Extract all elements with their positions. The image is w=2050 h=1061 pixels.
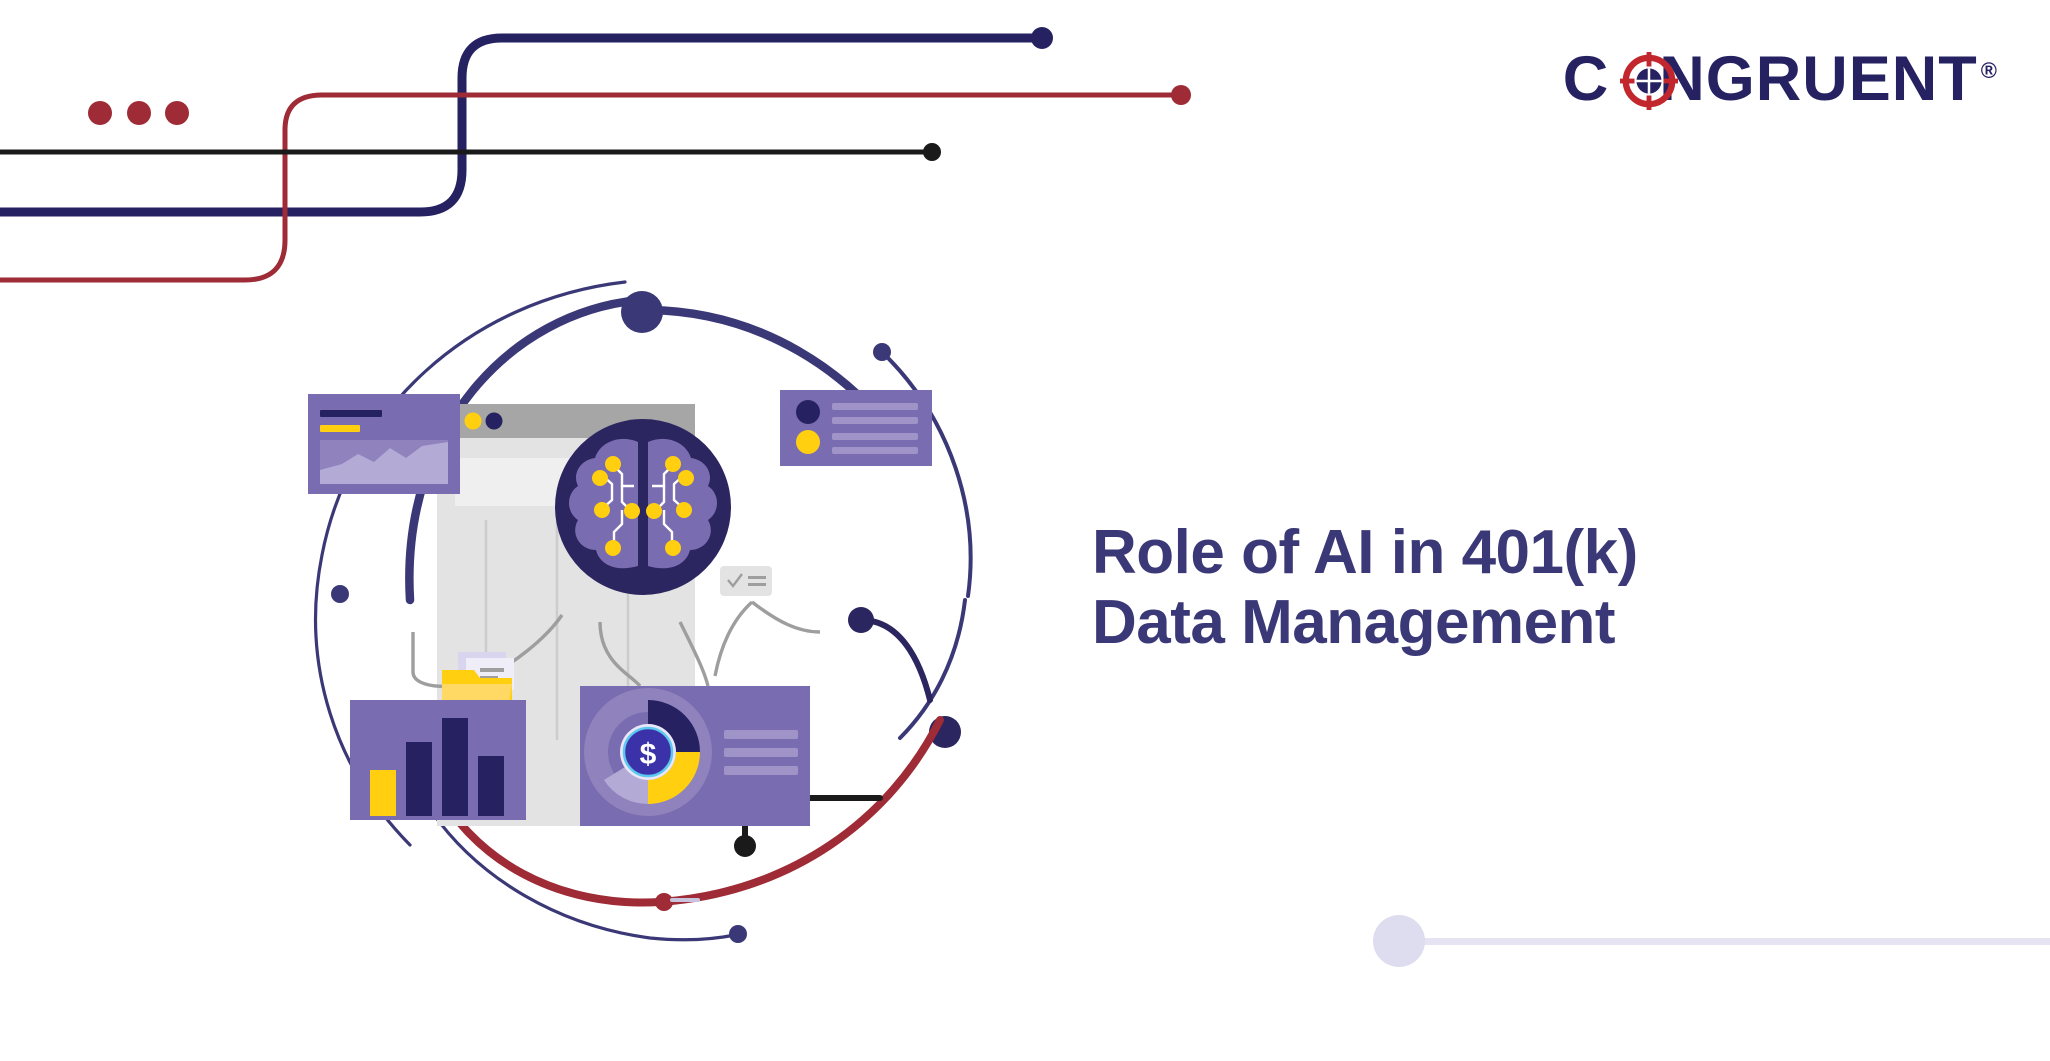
area-chart-card[interactable] bbox=[308, 394, 460, 494]
list-bullet-yellow bbox=[796, 430, 820, 454]
ai-data-dashboard-illustration: $ bbox=[300, 270, 940, 920]
donut-segment-yellow bbox=[648, 752, 700, 804]
trace-red bbox=[0, 85, 1191, 283]
slider-track[interactable] bbox=[1401, 938, 2050, 945]
trace-endpoint-dot bbox=[923, 143, 941, 161]
brain-nodes bbox=[592, 456, 694, 556]
page-title-line-2: Data Management bbox=[1092, 588, 1616, 658]
crosshair-target-icon bbox=[1619, 52, 1678, 110]
window-dot-navy[interactable] bbox=[485, 412, 503, 430]
checklist-tag bbox=[720, 566, 772, 596]
bar-chart-card[interactable] bbox=[350, 700, 526, 820]
list-bullet-navy bbox=[796, 400, 820, 424]
donut-chart-card[interactable]: $ bbox=[580, 686, 810, 826]
dollar-coin-icon: $ bbox=[620, 724, 676, 780]
trace-black bbox=[0, 143, 941, 161]
trace-endpoint-dot bbox=[1171, 85, 1191, 105]
page-title: Role of AI in 401(k) Data Management bbox=[1092, 518, 1912, 658]
trace-endpoint-dot bbox=[1031, 27, 1053, 49]
bar-4 bbox=[478, 756, 504, 816]
donut-segment-navy bbox=[648, 700, 700, 752]
donut-segment-lavender bbox=[604, 767, 648, 805]
bar-2 bbox=[406, 742, 432, 816]
three-dots-decoration bbox=[88, 101, 189, 125]
trace-navy-top bbox=[0, 27, 1053, 217]
list-card[interactable] bbox=[780, 390, 932, 466]
card-title-bar bbox=[320, 410, 382, 417]
window-dot-yellow[interactable] bbox=[464, 412, 482, 430]
page-title-line-1: Role of AI in 401(k) bbox=[1092, 518, 1638, 587]
bar-1 bbox=[370, 770, 396, 816]
brand-logo-text: CONGRUENT® bbox=[1563, 48, 1998, 111]
ai-brain-icon[interactable] bbox=[555, 419, 731, 595]
svg-text:$: $ bbox=[640, 738, 657, 771]
brain-center-gap bbox=[640, 440, 646, 568]
area-series bbox=[320, 442, 448, 484]
brand-logo[interactable]: CONGRUENT® bbox=[1563, 48, 1998, 111]
slider-decoration[interactable] bbox=[1355, 915, 2050, 970]
registered-mark: ® bbox=[1980, 58, 1998, 83]
bar-3 bbox=[442, 718, 468, 816]
brand-logo-suffix: NGRUENT bbox=[1659, 44, 1978, 114]
brand-logo-prefix: C bbox=[1562, 44, 1610, 114]
card-accent-bar bbox=[320, 425, 360, 432]
slider-knob[interactable] bbox=[1373, 915, 1425, 967]
